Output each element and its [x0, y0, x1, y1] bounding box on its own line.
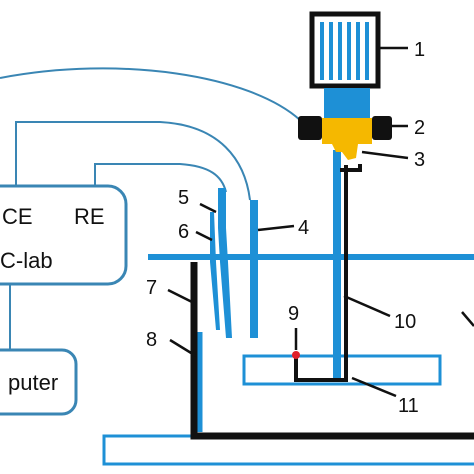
connector-black — [340, 164, 362, 172]
controller-box — [0, 184, 128, 286]
ce-label: CE — [2, 204, 33, 229]
label-9: 9 — [288, 303, 299, 325]
label-2: 2 — [414, 117, 425, 139]
computer-label: puter — [8, 370, 58, 395]
re-label: RE — [74, 204, 105, 229]
wire-mid — [15, 121, 251, 201]
electrode-6 — [210, 212, 220, 330]
label-1: 1 — [414, 39, 425, 61]
label-6: 6 — [178, 221, 189, 243]
shaft-black — [294, 165, 348, 382]
wire-low — [94, 163, 227, 193]
electrode-4 — [250, 200, 258, 338]
motor-stripes — [320, 22, 369, 80]
support-beam — [148, 254, 474, 260]
clamp-left — [298, 116, 322, 140]
piece-3 — [332, 144, 358, 160]
clamp-gold — [322, 118, 372, 144]
label-11: 11 — [398, 395, 419, 417]
label-5: 5 — [178, 187, 189, 209]
label-8: 8 — [146, 329, 157, 351]
label-10: 10 — [394, 311, 416, 333]
label-4: 4 — [298, 217, 309, 239]
black-frame — [190, 262, 474, 440]
wire-top — [0, 67, 301, 121]
label-3: 3 — [414, 149, 425, 171]
red-marker-9 — [292, 351, 300, 359]
shaft-blue — [333, 150, 341, 380]
clamp-right — [372, 116, 392, 140]
label-7: 7 — [146, 277, 157, 299]
coupling-blue — [324, 88, 370, 118]
base-plate — [102, 434, 474, 466]
controller-name: C-lab — [0, 248, 53, 273]
computer-box — [0, 348, 78, 416]
leader-lines — [167, 46, 474, 398]
electrode-5 — [218, 188, 232, 338]
